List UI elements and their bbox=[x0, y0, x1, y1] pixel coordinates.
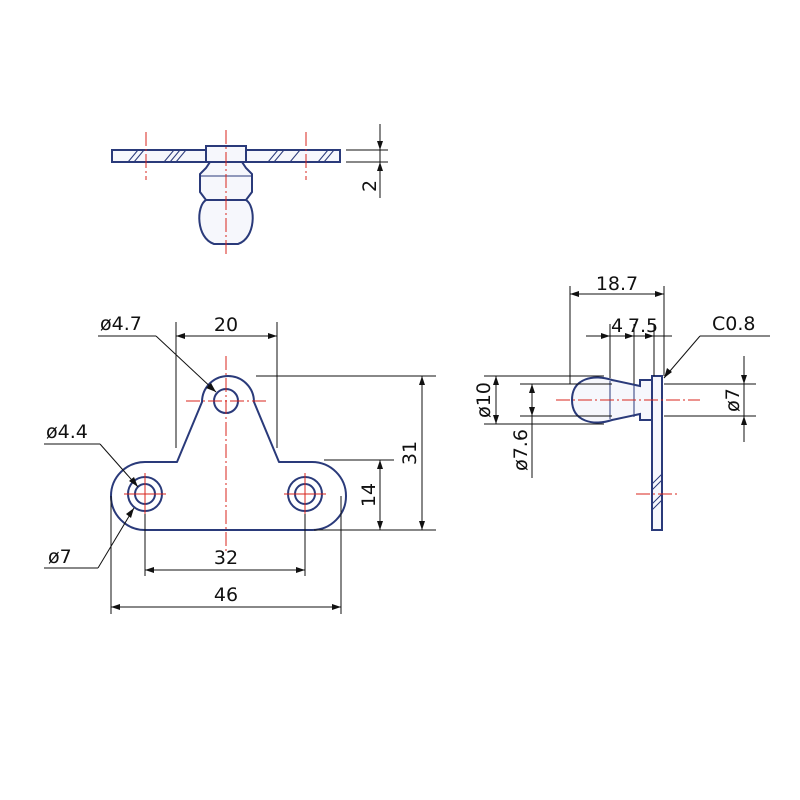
thickness-dimension: 2 bbox=[359, 180, 381, 192]
top-hole-diameter: ø4.7 bbox=[100, 313, 142, 335]
side-view-hole-section bbox=[651, 473, 663, 511]
chamfer-label: C0.8 bbox=[712, 313, 755, 335]
top-span-dimension: 20 bbox=[214, 314, 238, 336]
ball-diameter-dimension: ø10 bbox=[473, 382, 495, 418]
side-view: 18.7 4 7.5 C0.8 ø10 ø7.6 bbox=[473, 273, 770, 531]
side-hole-diameter: ø4.4 bbox=[46, 421, 88, 443]
neck-length-dimension: 7.5 bbox=[628, 315, 658, 337]
top-view: 2 bbox=[111, 124, 388, 256]
base-diameter-dimension: ø7 bbox=[722, 388, 744, 412]
front-view: ø4.7 20 ø4.4 ø7 32 46 bbox=[44, 313, 436, 614]
overall-height-dimension: 31 bbox=[399, 441, 421, 465]
neck-diameter-dimension: ø7.6 bbox=[510, 429, 532, 471]
front-view-plate bbox=[110, 375, 347, 531]
hole-spacing-dimension: 32 bbox=[214, 547, 238, 569]
outer-boss-diameter: ø7 bbox=[48, 546, 72, 568]
overall-width-dimension: 46 bbox=[214, 584, 238, 606]
neck-offset-dimension: 4 bbox=[611, 315, 623, 337]
hole-height-dimension: 14 bbox=[358, 483, 380, 507]
top-view-hole-sections bbox=[127, 149, 335, 163]
side-view-plate bbox=[651, 375, 663, 531]
stud-length-dimension: 18.7 bbox=[596, 273, 638, 295]
